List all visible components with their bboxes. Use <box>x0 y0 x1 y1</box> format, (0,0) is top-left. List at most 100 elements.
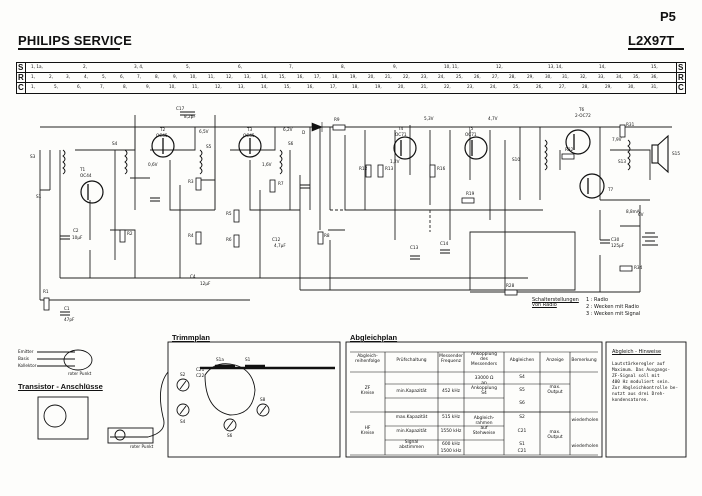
row1-adjust-s6: S6 <box>519 401 525 406</box>
label-t7: T7 <box>608 187 614 192</box>
label-t2: T2 <box>160 127 166 132</box>
index-entry: 17, <box>314 74 321 79</box>
trim-s6: S6 <box>227 433 233 438</box>
transistor-anschluesse-title: Transistor - Anschlüsse <box>18 382 103 391</box>
note-frame <box>605 341 687 458</box>
index-entry: 11, <box>192 84 199 89</box>
index-entry: 30, <box>628 84 635 89</box>
label-c17: C17 <box>176 106 185 111</box>
label-c30: C30 <box>611 237 620 242</box>
row2-freq: 515 kHz <box>442 415 460 420</box>
value-47uf: 4,7µF <box>274 243 286 248</box>
label-t4: T4 <box>398 126 404 131</box>
label-r32: R32 <box>565 147 574 152</box>
index-entry: 7, <box>100 84 104 89</box>
brand-underline <box>18 48 120 50</box>
row-label-s: S <box>18 63 24 72</box>
switch-option-1: 1 : Radio <box>586 297 609 303</box>
index-entry: 15, <box>279 74 286 79</box>
index-entry: 21, <box>421 84 428 89</box>
index-entry: 27, <box>559 84 566 89</box>
label-s10: S10 <box>512 157 520 162</box>
transistor-t5-symbol <box>464 136 488 160</box>
index-entry: 12, <box>496 64 503 69</box>
index-entry: 23, <box>421 74 428 79</box>
label-r9: R9 <box>334 117 340 122</box>
index-entry: 27, <box>492 74 499 79</box>
index-entry: 31, <box>562 74 569 79</box>
value-47pf: 47pF <box>64 317 75 322</box>
abgleichplan-title: Abgleichplan <box>350 333 398 342</box>
index-entry: 7, <box>289 64 293 69</box>
label-r28: R28 <box>506 283 515 288</box>
trim-s4: S4 <box>180 419 186 424</box>
label-c14: C14 <box>440 241 449 246</box>
index-entry: 36, <box>651 74 658 79</box>
label-diode: D <box>302 130 306 135</box>
row-label-c: C <box>18 83 24 92</box>
index-entry: 21, <box>385 74 392 79</box>
label-s5: S5 <box>206 144 212 149</box>
voltage-1-2v: 1,2V <box>390 159 400 164</box>
transistor-t7-symbol <box>579 173 605 199</box>
trim-red-dot: roter Punkt <box>130 444 154 449</box>
row3-adjust: C21 <box>517 429 527 434</box>
voltage-7-9v: 7,9V <box>612 137 622 142</box>
row1-coupling: 33000 Ω an Ankopplung S4 <box>470 376 497 397</box>
header-frequenz: Messender Frequenz <box>439 354 463 365</box>
index-entry: 28, <box>509 74 516 79</box>
index-entry: 5, <box>54 84 58 89</box>
index-entry: 1, <box>31 74 35 79</box>
index-entry: 20, <box>368 74 375 79</box>
index-entry: 3, <box>66 74 70 79</box>
note-text: Lautstärkeregler auf Maximum. Das Ausgan… <box>612 362 679 403</box>
page-code: P5 <box>660 9 676 24</box>
model-number: L2X97T <box>628 33 675 48</box>
voltage-0-6v: 0,6V <box>148 162 158 167</box>
index-entry: 1, 1a, <box>31 64 43 69</box>
index-entry: 19, <box>375 84 382 89</box>
label-c1: C1 <box>64 306 70 311</box>
label-t1: T1 <box>80 167 86 172</box>
label-t5: T5 <box>468 126 474 131</box>
index-grid: S R C S R C 1, 1a,2,3, 4,5,6,7,8,9,10, 1… <box>16 62 686 94</box>
value-8-2pf: 8,2pF <box>184 114 196 119</box>
value-10uf: 10µF <box>72 235 83 240</box>
row-label-r-right: R <box>678 73 684 82</box>
row2-adjust: S2 <box>519 415 525 420</box>
trimmplan-title: Trimmplan <box>172 333 210 342</box>
index-entry: 8, <box>341 64 345 69</box>
index-entry: 12, <box>226 74 233 79</box>
pin-emitter: Emitter <box>18 349 34 354</box>
label-t3-type: OC45 <box>243 133 255 138</box>
index-entry: 24, <box>490 84 497 89</box>
index-entry: 2, <box>83 64 87 69</box>
index-entry: 33, <box>598 74 605 79</box>
trim-c21: C21 <box>196 367 205 372</box>
index-entry: 20, <box>398 84 405 89</box>
pin-red-dot: roter Punkt <box>68 371 92 376</box>
index-entry: 8, <box>155 74 159 79</box>
switch-option-2: 2 : Wecken mit Radio <box>586 304 639 310</box>
index-entry: 6, <box>238 64 242 69</box>
row2-remark: wiederholen <box>571 418 599 423</box>
index-entry: 3, 4, <box>134 64 144 69</box>
label-c12: C12 <box>272 237 281 242</box>
index-entry: 1, <box>31 84 35 89</box>
row5-adjust: C21 <box>517 449 527 454</box>
index-entry: 16, <box>297 74 304 79</box>
pin-kollektor: Kollektor <box>18 363 37 368</box>
label-t1-type: OC44 <box>80 173 92 178</box>
row2-stage: HF Kreise <box>360 426 375 437</box>
index-row-r: 1,2,3,4,5,6,7,8,9,10,11,12,13,14,15,16,1… <box>31 74 671 81</box>
label-r7: R7 <box>278 181 284 186</box>
brand-title: PHILIPS SERVICE <box>18 33 133 48</box>
index-entry: 18, <box>352 84 359 89</box>
pin-basis: Basis <box>18 356 29 361</box>
label-s15: S15 <box>672 151 680 156</box>
label-s3: S3 <box>30 154 36 159</box>
index-row-c: 1,5,6,7,8,9,10,11,12,13,14,15,16,17,18,1… <box>31 84 671 91</box>
label-r5: R5 <box>226 211 232 216</box>
row3-check: min.Kapazität <box>396 429 427 434</box>
